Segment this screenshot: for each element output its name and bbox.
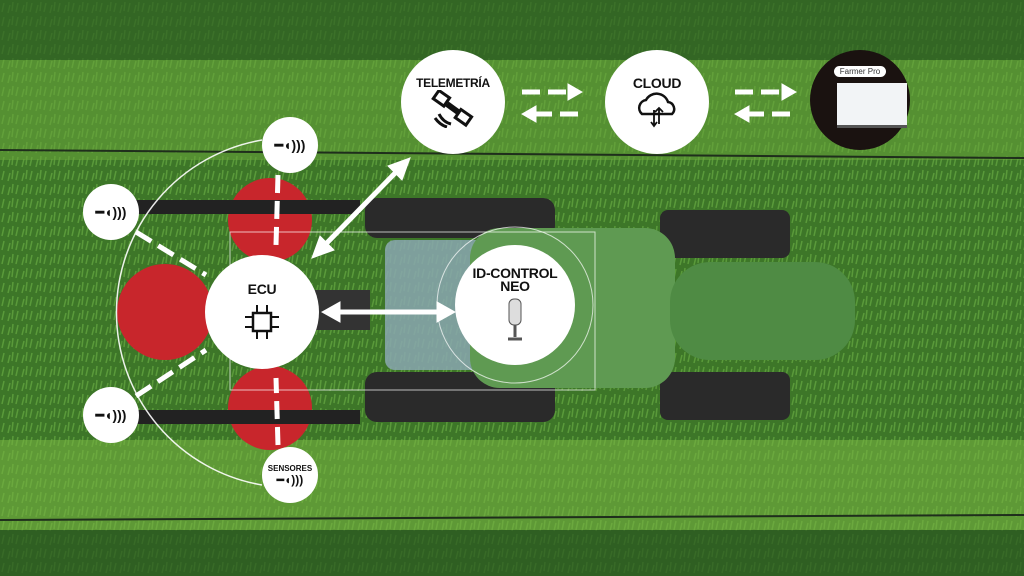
telemetry-node: TELEMETRÍA <box>401 50 505 154</box>
ecu-node: ECU <box>205 255 319 369</box>
laptop-dashboard-icon <box>837 83 907 128</box>
cloud-sync-icon <box>637 91 676 127</box>
sensor-node-bottom: SENSORES ━◖))) <box>262 447 318 503</box>
sensors-label: SENSORES <box>267 463 313 473</box>
telemetry-label: TELEMETRÍA <box>416 75 490 90</box>
sensor-icon: ━◖))) <box>274 136 306 153</box>
sensor-icon: ━◖))) <box>276 472 304 487</box>
cloud-label: CLOUD <box>632 74 682 91</box>
cloud-node: CLOUD <box>605 50 709 154</box>
sensor-node-left-top: ━◖))) <box>83 184 139 240</box>
handheld-controller-icon <box>508 298 522 341</box>
sensor-node-left-bottom: ━◖))) <box>83 387 139 443</box>
farmer-pro-logo: Farmer Pro <box>833 66 887 77</box>
sensor-icon: ━◖))) <box>95 406 127 423</box>
arrows <box>134 83 798 446</box>
id-control-neo-node: ID-CONTROL NEO <box>455 245 575 365</box>
ecu-label: ECU <box>247 280 277 297</box>
sensor-icon: ━◖))) <box>95 203 127 220</box>
chip-icon <box>245 304 279 339</box>
farmer-pro-app-node: Farmer Pro <box>810 50 910 150</box>
id-control-label: ID-CONTROL NEO <box>472 265 558 294</box>
satellite-icon <box>431 89 474 128</box>
sensor-node-top: ━◖))) <box>262 117 318 173</box>
